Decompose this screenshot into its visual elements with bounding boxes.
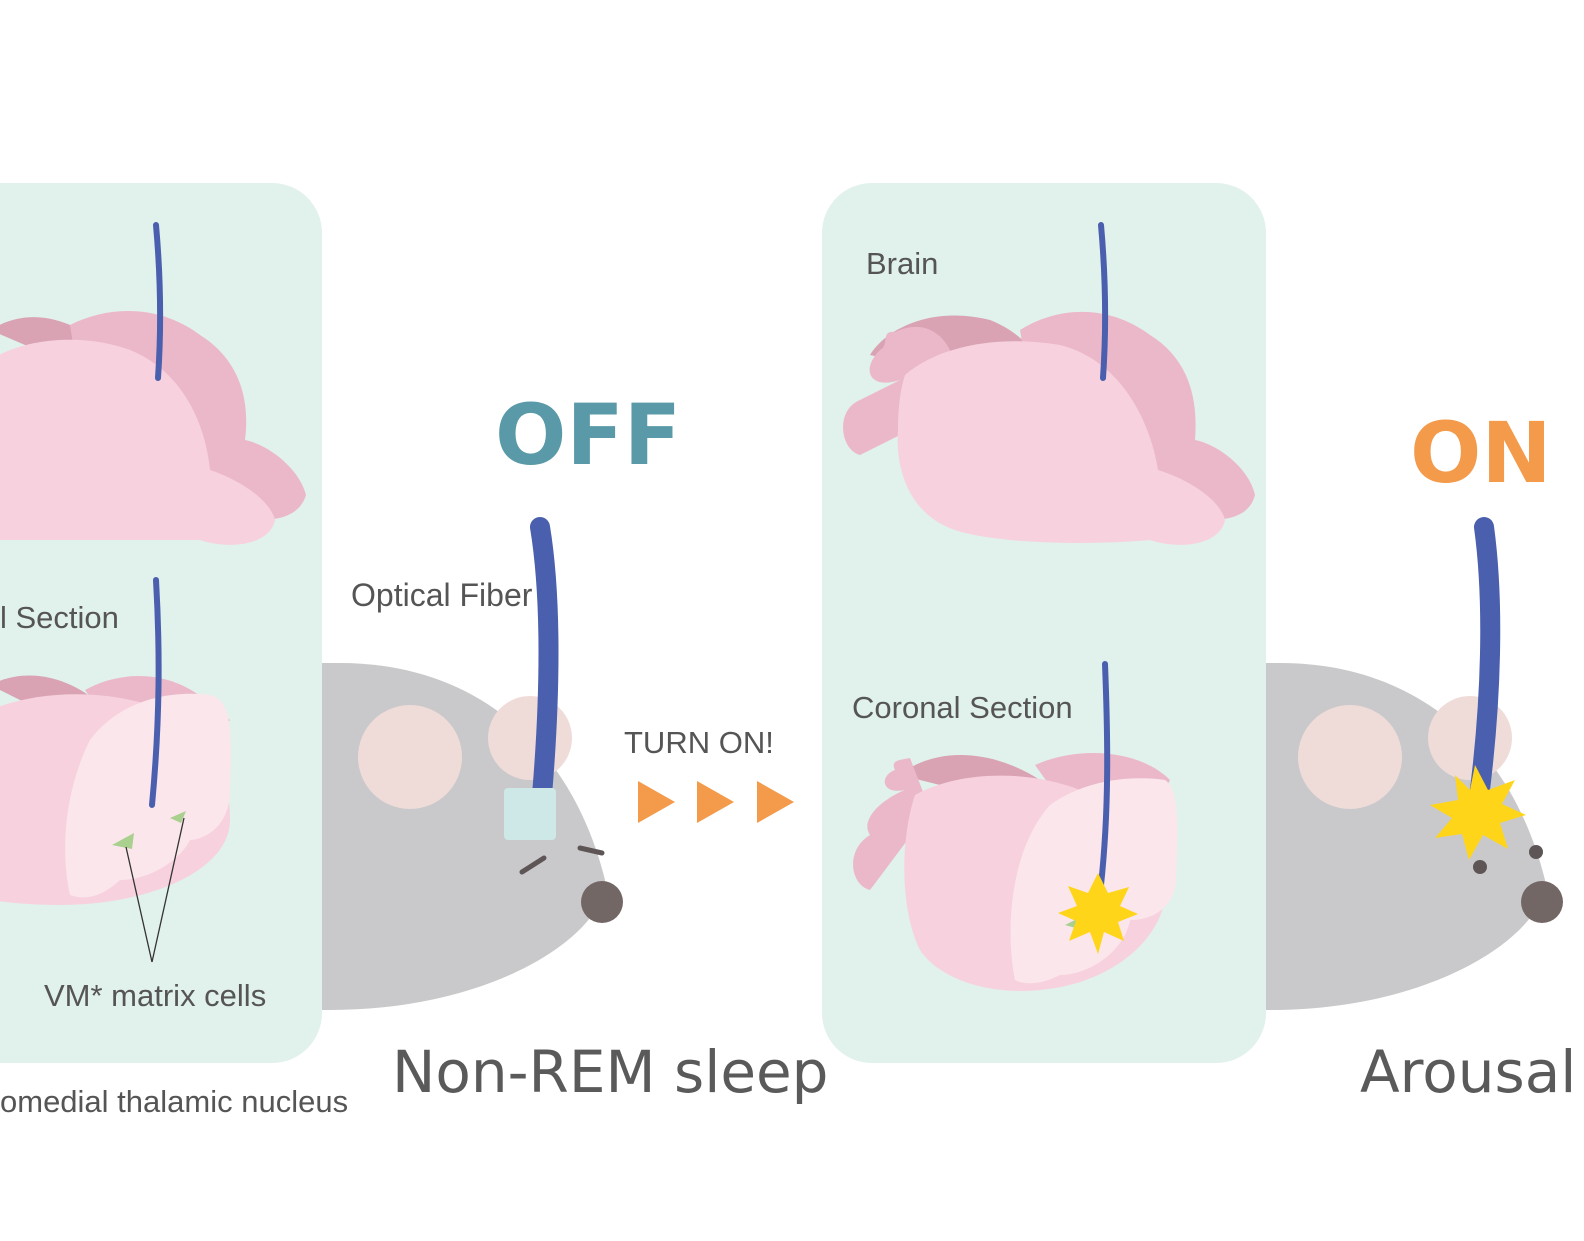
coronal-section-label: Coronal Section — [852, 690, 1073, 725]
section-cut-right — [1010, 778, 1178, 984]
mouse-eye-open-right-1 — [1473, 860, 1487, 874]
mouse-sleeping — [300, 517, 623, 1010]
fiber-in-brain-coronal-left — [149, 577, 162, 808]
arrow-icon-2 — [697, 781, 734, 823]
turn-on-label: TURN ON! — [624, 725, 774, 760]
light-burst-icon — [1430, 765, 1526, 860]
mouse-ear-front-right — [1298, 705, 1402, 809]
mouse-ear-back-right — [1428, 696, 1512, 780]
on-label: ON — [1410, 404, 1552, 502]
vm-cell-1 — [112, 833, 134, 849]
fiber-in-brain-coronal-right — [1098, 661, 1111, 888]
mouse-eye-closed-left-1 — [519, 855, 547, 875]
right-panel — [822, 183, 1266, 1063]
non-rem-sleep-caption: Non-REM sleep — [392, 1038, 829, 1106]
optical-fiber-label: Optical Fiber — [351, 577, 533, 613]
arrow-icon-1 — [638, 781, 675, 823]
mouse-eye-closed-left-2 — [577, 845, 605, 856]
mouse-awake — [1240, 517, 1563, 1010]
mouse-ear-back-left — [488, 696, 572, 780]
off-label: OFF — [495, 386, 681, 484]
fiber-tip-off — [504, 788, 556, 840]
mouse-nose-right — [1521, 881, 1563, 923]
brain-coronal-right — [853, 661, 1178, 991]
optical-fiber-off — [530, 517, 559, 805]
brain-sagittal-left — [0, 222, 306, 545]
vm-cell-2 — [170, 811, 186, 823]
brain-coronal-left — [0, 577, 231, 963]
left-section-label: l Section — [0, 600, 119, 635]
arrow-icon-3 — [757, 781, 794, 823]
mouse-nose-left — [581, 881, 623, 923]
brain-label: Brain — [866, 246, 938, 281]
arousal-caption: Arousal — [1360, 1038, 1576, 1106]
fiber-in-brain-right — [1098, 222, 1109, 381]
footnote-label: omedial thalamic nucleus — [0, 1084, 348, 1119]
fiber-in-brain-left — [153, 222, 164, 381]
mouse-ear-front-left — [358, 705, 462, 809]
star-burst-icon — [1058, 873, 1138, 954]
vm-cells-label: VM* matrix cells — [44, 978, 266, 1013]
optical-fiber-on — [1468, 517, 1501, 815]
section-cut-left — [65, 693, 231, 898]
brain-sagittal-right — [843, 222, 1255, 545]
mouse-eye-open-right-2 — [1529, 845, 1543, 859]
left-panel — [0, 183, 322, 1063]
transition-arrows — [638, 781, 794, 823]
